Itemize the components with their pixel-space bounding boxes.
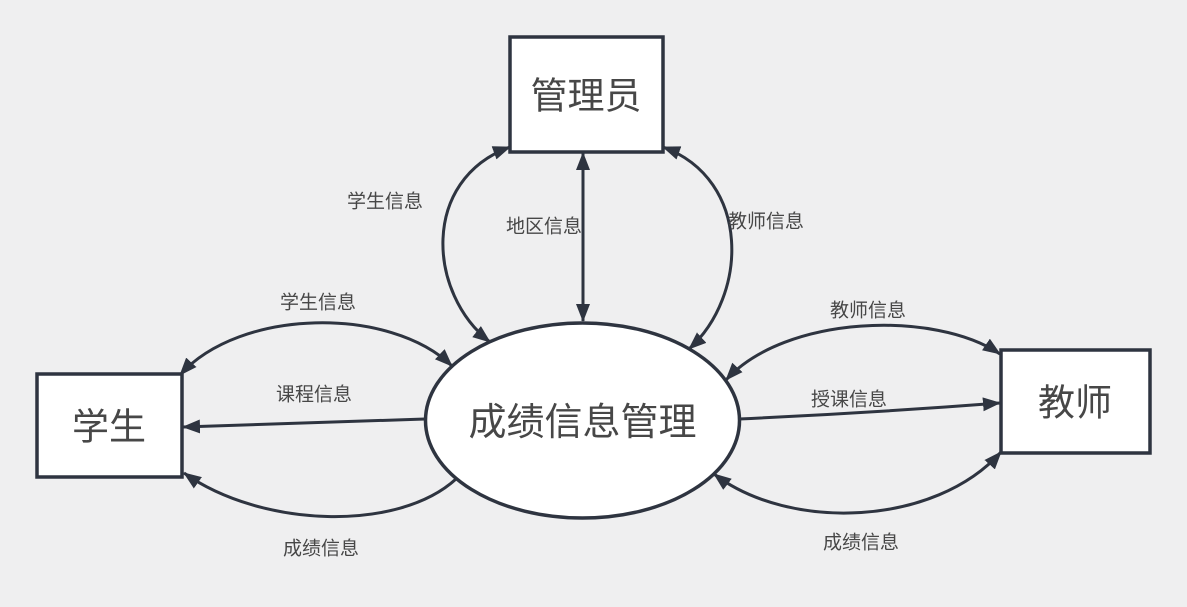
edge-teacher-grade-info: [713, 451, 1003, 515]
edge-label-student-course-info: 课程信息: [276, 384, 352, 406]
admin-entity-box: [508, 35, 665, 154]
edge-admin-student-info: [441, 145, 511, 344]
edge-student-student-info: [178, 321, 454, 377]
process-label: 成绩信息管理: [468, 402, 696, 444]
student-entity-label: 学生: [72, 407, 146, 448]
teacher-entity-box: [999, 348, 1152, 455]
process-ellipse: [423, 321, 742, 520]
edge-admin-teacher-info: [662, 145, 734, 351]
edge-student-grade-info: [183, 471, 458, 518]
admin-entity-label: 管理员: [531, 76, 642, 117]
edges-layer: [178, 145, 1003, 518]
edge-label-admin-teacher-info: 教师信息: [728, 211, 804, 233]
edge-label-teacher-teacher-info: 教师信息: [830, 300, 906, 322]
teacher-entity-label: 教师: [1038, 383, 1112, 424]
edge-student-course-info: [182, 417, 426, 434]
edge-label-student-student-info: 学生信息: [280, 292, 356, 314]
edge-teacher-teacher-info: [724, 323, 1001, 382]
edge-label-admin-student-info: 学生信息: [347, 191, 423, 213]
edge-label-teacher-teaching-info: 授课信息: [811, 389, 887, 411]
edge-label-teacher-grade-info: 成绩信息: [823, 532, 899, 554]
edge-labels-layer: 学生信息 地区信息 教师信息 学生信息 课程信息 成绩信息 教师信息 授课信息 …: [276, 191, 906, 560]
edge-teacher-teaching-info: [738, 397, 1001, 421]
edge-label-student-grade-info: 成绩信息: [283, 538, 359, 560]
edge-label-admin-region-info: 地区信息: [506, 216, 582, 238]
nodes-layer: 管理员 学生 教师 成绩信息管理: [35, 35, 1152, 520]
student-entity-box: [35, 372, 184, 479]
